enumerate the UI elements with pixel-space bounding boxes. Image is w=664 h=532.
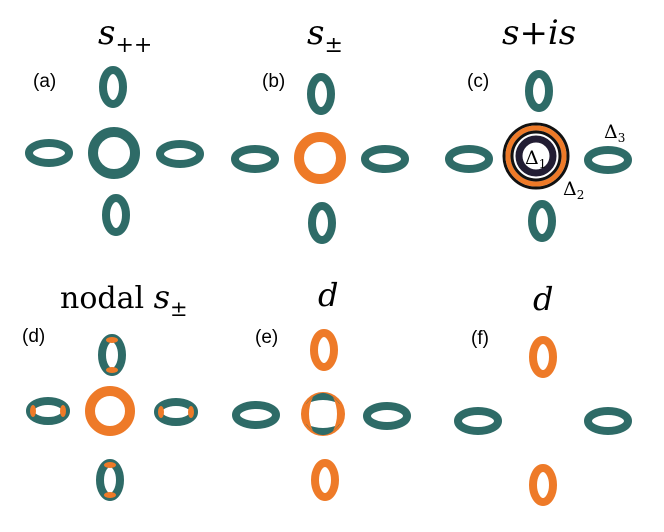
nodal-lobe bbox=[30, 405, 36, 417]
panel-d-title-sub: ± bbox=[170, 297, 188, 321]
pocket-bottom bbox=[308, 202, 336, 244]
panel-e-label: (e) bbox=[255, 327, 278, 348]
panel-d-label: (d) bbox=[22, 326, 45, 347]
pocket-top bbox=[529, 336, 557, 378]
nodal-lobe bbox=[104, 462, 116, 468]
d-lobe-right bbox=[333, 397, 343, 431]
panel-c-label: (c) bbox=[467, 71, 489, 92]
gap-label-delta1: Δ1 bbox=[525, 147, 546, 171]
gap-ring-orange bbox=[505, 125, 567, 187]
pocket-left bbox=[454, 407, 502, 435]
panel-b-title: s± bbox=[307, 13, 343, 58]
nodal-lobe bbox=[106, 337, 118, 343]
panel-b: s± (b) bbox=[231, 13, 409, 244]
nodal-lobe bbox=[104, 492, 116, 498]
pocket-left bbox=[445, 145, 493, 173]
panel-f-title: d bbox=[533, 280, 553, 318]
panel-c-title: s+is bbox=[502, 13, 576, 53]
panel-b-label: (b) bbox=[262, 71, 285, 92]
pocket-left bbox=[25, 139, 73, 167]
pocket-bottom bbox=[102, 194, 130, 236]
hole-pocket-center bbox=[294, 132, 346, 184]
panel-c: s+is (c) Δ1 Δ2 Δ3 bbox=[445, 13, 632, 242]
pocket-top bbox=[98, 334, 126, 376]
nodal-lobe bbox=[188, 406, 194, 418]
d-lobe-left bbox=[303, 397, 313, 431]
pocket-top bbox=[307, 73, 335, 115]
pocket-right bbox=[361, 145, 409, 173]
panel-e: d (e) bbox=[232, 276, 411, 501]
panel-d-title: nodal s± bbox=[60, 278, 188, 321]
panel-d: nodal s± (d) bbox=[22, 278, 198, 501]
hole-pocket-center bbox=[85, 386, 135, 436]
panel-a-title-sub: ++ bbox=[115, 33, 152, 58]
pocket-left bbox=[232, 401, 280, 429]
d-lobe-top bbox=[306, 393, 340, 404]
pocket-right bbox=[156, 140, 204, 168]
panel-f-label: (f) bbox=[471, 328, 489, 349]
pocket-right bbox=[584, 146, 632, 174]
pocket-bottom bbox=[96, 459, 124, 501]
pocket-bottom bbox=[528, 200, 556, 242]
panel-f: d (f) bbox=[454, 280, 632, 506]
pocket-top bbox=[99, 66, 127, 108]
pocket-top bbox=[525, 70, 553, 112]
panel-a: s++ (a) bbox=[25, 13, 204, 236]
d-lobe-bottom bbox=[306, 424, 340, 435]
panel-b-title-sub: ± bbox=[324, 33, 342, 58]
gap-ring-inner-black bbox=[510, 130, 562, 182]
panel-e-title: d bbox=[318, 276, 338, 314]
panel-a-title: s++ bbox=[98, 13, 152, 58]
gap-ring-outer bbox=[502, 122, 570, 190]
panel-a-label: (a) bbox=[33, 71, 56, 92]
pocket-right bbox=[584, 407, 632, 435]
nodal-lobe bbox=[60, 405, 66, 417]
pocket-bottom bbox=[529, 464, 557, 506]
gap-label-delta2: Δ2 bbox=[563, 178, 584, 202]
pocket-left bbox=[231, 145, 279, 173]
pocket-right bbox=[363, 402, 411, 430]
gap-label-delta3: Δ3 bbox=[604, 121, 625, 145]
pocket-top bbox=[310, 329, 338, 371]
nodal-lobe bbox=[158, 406, 164, 418]
nodal-lobe bbox=[106, 367, 118, 373]
hole-pocket-center bbox=[88, 127, 140, 179]
pocket-bottom bbox=[311, 459, 339, 501]
gap-ring-navy bbox=[515, 135, 557, 177]
